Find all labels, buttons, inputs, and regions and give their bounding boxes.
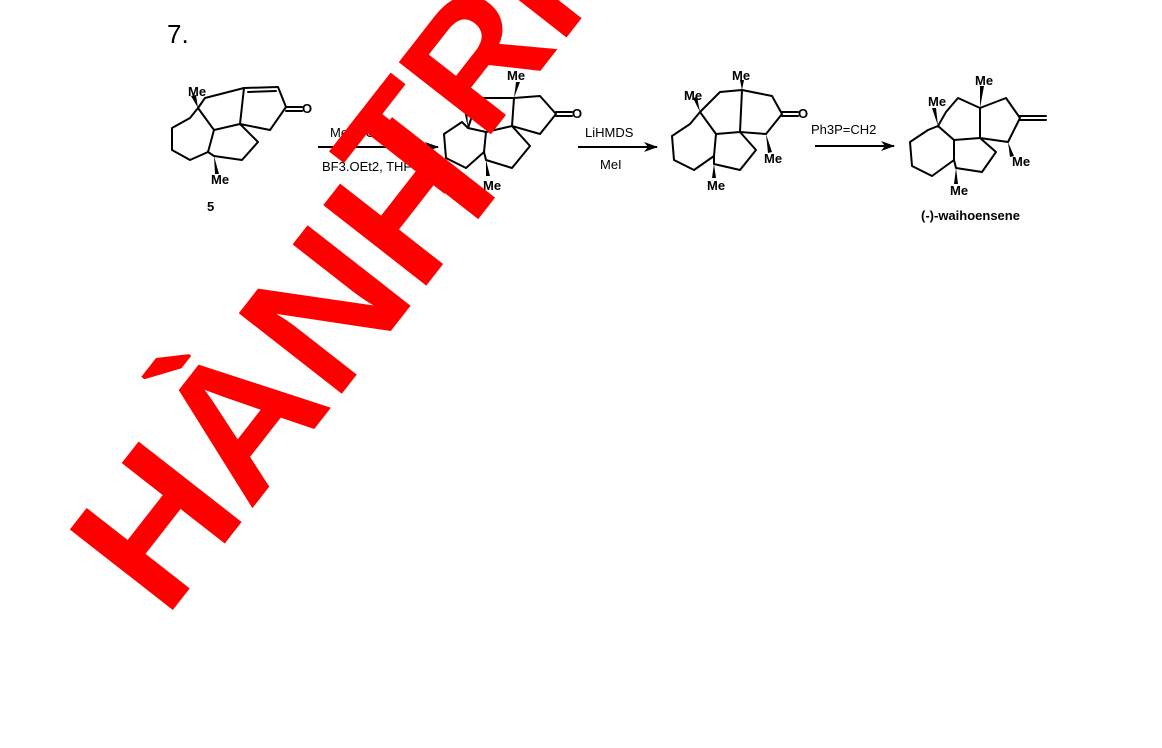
intermediate-2: Me Me Me Me O [671,68,808,193]
atom-me: Me [975,73,993,88]
step-number: 7. [167,19,189,49]
watermark: HÀNH TRÌN [30,0,693,645]
intermediate-1: Me Me Me O [443,68,582,193]
atom-me: Me [483,178,501,193]
reagent-above: MeLi, CuCN [330,125,401,140]
atom-me: Me [459,89,477,104]
atom-me: Me [684,88,702,103]
atom-o: O [572,106,582,121]
reagent-above: Ph3P=CH2 [811,122,876,137]
atom-me: Me [1012,154,1030,169]
atom-me: Me [764,151,782,166]
atom-me: Me [188,84,206,99]
atom-o: O [302,101,312,116]
atom-me: Me [950,183,968,198]
atom-me: Me [211,172,229,187]
compound-label: 5 [207,199,214,214]
reagent-below: MeI [600,157,622,172]
waihoensene: Me Me Me Me (-)-waihoensene [909,73,1047,223]
atom-me: Me [732,68,750,83]
atom-o: O [798,106,808,121]
compound-label: (-)-waihoensene [921,208,1020,223]
reagent-above: LiHMDS [585,125,634,140]
atom-me: Me [707,178,725,193]
atom-me: Me [928,94,946,109]
atom-me: Me [507,68,525,83]
compound-5: Me Me O 5 [171,84,312,214]
reagent-below: BF3.OEt2, THF [322,159,411,174]
